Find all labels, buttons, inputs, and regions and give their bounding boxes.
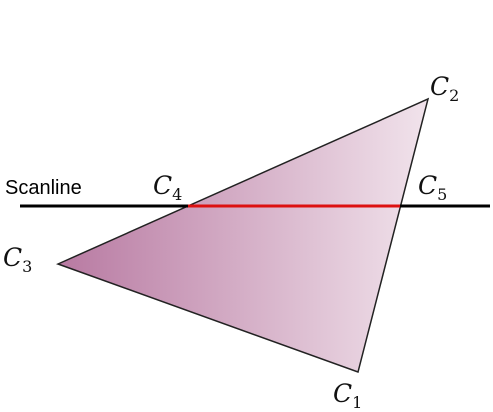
vertex-label-c2: C2 (430, 72, 459, 105)
triangle (55, 97, 430, 373)
vertex-label-c5: C5 (418, 171, 447, 204)
scanline-label: Scanline (5, 177, 82, 199)
vertex-label-c1: C1 (333, 379, 362, 412)
vertex-label-c3: C3 (3, 243, 32, 276)
vertex-label-c4: C4 (153, 171, 182, 204)
